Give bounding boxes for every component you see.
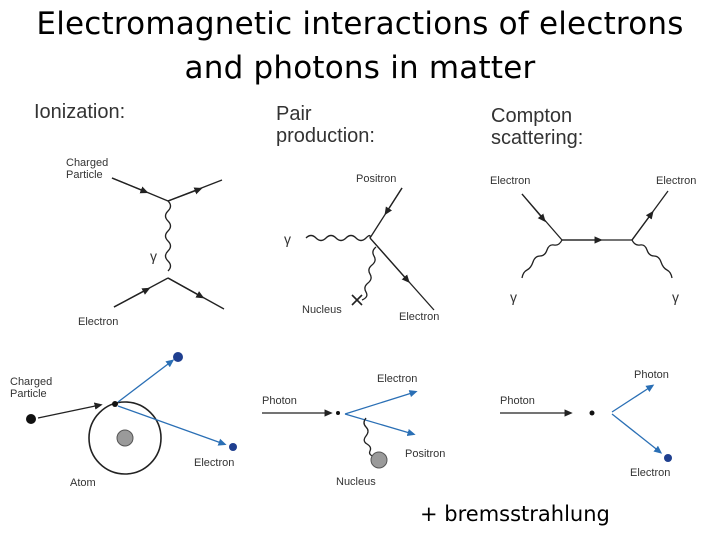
label-compton-electron-out: Electron	[656, 175, 696, 187]
compton-recoil-electron-arrow	[611, 413, 663, 454]
label-nucleus: Nucleus	[302, 304, 342, 316]
pair-nucleus-wavy	[363, 417, 376, 458]
nucleus-exchange-wavy	[361, 246, 377, 301]
atomic-electron	[112, 401, 118, 407]
label-compton-gamma-left: γ	[510, 289, 517, 305]
label-compton-gamma-right: γ	[672, 289, 679, 305]
compton-photon-out-wavy	[631, 239, 673, 279]
ionization-feynman: Charged Particle γ Electron	[66, 157, 225, 328]
footer-note: + bremsstrahlung	[420, 502, 610, 526]
electron-in-arrow	[113, 287, 151, 308]
pair-nucleus	[370, 451, 388, 469]
compton-electron-in-arrow	[521, 193, 546, 223]
ejected-electron-arrow	[117, 359, 175, 403]
heading-compton-scattering: Compton scattering:	[491, 105, 584, 149]
label-bottom-electron: Electron	[194, 457, 234, 469]
incoming-particle-dot	[26, 414, 36, 424]
pair-electron-arrow	[344, 390, 418, 415]
pair-vertex	[336, 411, 340, 415]
label-compton-electron-in: Electron	[490, 175, 530, 187]
label-bottom-pair-electron: Electron	[377, 373, 417, 385]
ejected-electron-dot	[173, 352, 183, 362]
page-title: Electromagnetic interactions of electron…	[0, 2, 720, 90]
heading-pair-production: Pair production:	[276, 103, 375, 147]
label-bottom-positron: Positron	[405, 448, 445, 460]
atom-orbit	[88, 401, 162, 475]
compton-electron-out-arrow	[631, 210, 654, 241]
label-charged: Charged	[66, 157, 108, 169]
compton-recoil-electron-dot	[664, 454, 672, 462]
label-electron-ionization: Electron	[78, 316, 118, 328]
compton-target-electron	[589, 410, 595, 416]
scattered-particle-arrow	[117, 405, 227, 446]
label-compton-electron-bottom: Electron	[630, 467, 670, 479]
label-bottom-particle: Particle	[10, 388, 47, 400]
title-line-2: and photons in matter	[184, 50, 536, 86]
label-compton-photon-in: Photon	[500, 395, 535, 407]
photon-propagator-wavy	[164, 200, 172, 272]
pair-production-picture: Photon Electron Positron Nucleus	[262, 373, 445, 488]
gamma-in-wavy	[305, 234, 371, 242]
label-electron-pair: Electron	[399, 311, 439, 323]
label-particle: Particle	[66, 169, 103, 181]
compton-scattered-photon-arrow	[611, 384, 655, 413]
compton-picture: Photon Photon Electron	[500, 369, 672, 479]
label-gamma-pair: γ	[284, 231, 291, 247]
compton-photon-in-wavy	[521, 239, 563, 279]
incoming-particle-arrow	[37, 402, 103, 419]
pair-production-feynman: Positron γ Nucleus Electron	[284, 173, 439, 323]
compton-feynman: Electron Electron γ γ	[490, 175, 696, 305]
charged-particle-out-arrow	[167, 187, 203, 202]
charged-particle-in-arrowhead	[111, 177, 149, 194]
pair-positron-arrow	[344, 413, 416, 436]
label-bottom-charged: Charged	[10, 376, 52, 388]
label-positron: Positron	[356, 173, 396, 185]
label-bottom-atom: Atom	[70, 477, 96, 489]
heading-ionization: Ionization:	[34, 101, 126, 123]
positron-arrow	[384, 187, 403, 216]
nucleus-cross-b	[351, 294, 363, 306]
charged-particle-in-arrow	[143, 190, 169, 202]
label-bottom-photon: Photon	[262, 395, 297, 407]
electron-out-arrow	[167, 277, 205, 299]
electron-arrow-pair	[369, 237, 410, 284]
label-compton-photon-out: Photon	[634, 369, 669, 381]
scattered-particle-dot	[229, 443, 237, 451]
title-line-1: Electromagnetic interactions of electron…	[36, 6, 684, 42]
label-gamma-ionization: γ	[150, 248, 157, 264]
label-bottom-nucleus: Nucleus	[336, 476, 376, 488]
ionization-picture: Charged Particle Electron Atom	[10, 352, 237, 489]
atom-nucleus	[116, 429, 134, 447]
